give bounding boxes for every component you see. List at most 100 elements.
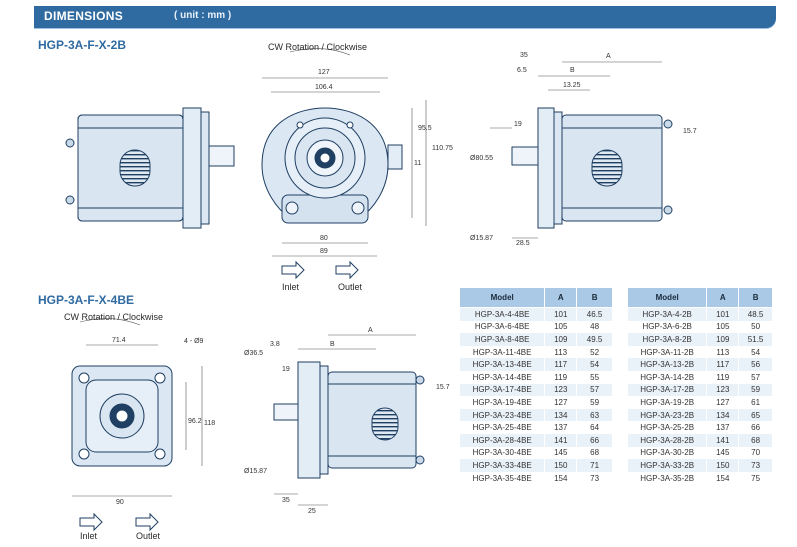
table-cell: 123 <box>544 383 578 397</box>
table-cell: 113 <box>544 345 578 359</box>
table-cell: 73 <box>738 459 773 472</box>
table-cell: 101 <box>706 307 740 321</box>
table-cell: 59 <box>576 396 613 409</box>
bottom-front-view <box>71 365 173 467</box>
table-cell: 141 <box>706 433 740 447</box>
table-cell: HGP-3A-11-2B <box>626 345 708 359</box>
table-cell: 52 <box>576 345 613 359</box>
table-cell: 65 <box>738 408 773 422</box>
table-cell: HGP-3A-14-4BE <box>458 370 546 384</box>
outlet-label-bottom: Outlet <box>136 531 161 541</box>
table-cell: HGP-3A-8-2B <box>626 333 708 346</box>
table-cell: 59 <box>738 383 773 397</box>
table-cell: HGP-3A-6-2B <box>626 320 708 334</box>
dim-A-top: A <box>606 53 611 60</box>
dim-3-8: 3.8 <box>270 341 280 348</box>
dim-25: 25 <box>308 508 316 515</box>
table-cell: 137 <box>544 421 578 434</box>
table-cell: HGP-3A-23-4BE <box>458 408 546 422</box>
table-cell: 48.5 <box>738 307 773 321</box>
dim-90: 90 <box>116 499 124 506</box>
inlet-label-bottom: Inlet <box>80 531 98 541</box>
table-cell: 54 <box>576 358 613 371</box>
table-cell: 145 <box>706 446 740 460</box>
column-header: B <box>576 287 613 308</box>
table-cell: 117 <box>706 358 740 371</box>
header-unit: ( unit : mm ) <box>174 10 232 21</box>
table-cell: HGP-3A-25-2B <box>626 421 708 434</box>
table-cell: 127 <box>544 396 578 409</box>
table-cell: 68 <box>738 433 773 447</box>
table-cell: HGP-3A-6-4BE <box>458 320 546 334</box>
column-header: A <box>706 287 740 308</box>
dim-19-top: 19 <box>514 121 522 128</box>
table-cell: HGP-3A-13-2B <box>626 358 708 371</box>
header-title: DIMENSIONS <box>44 9 124 23</box>
dim-96-2: 96.2 <box>188 418 202 425</box>
flow-arrows-top <box>281 260 359 280</box>
dim-19-bottom: 19 <box>282 366 290 373</box>
top-front-view <box>261 107 403 224</box>
bottom-side-view <box>273 361 425 479</box>
dim-A-bottom: A <box>368 327 373 334</box>
table-cell: HGP-3A-35-4BE <box>458 471 546 485</box>
table-cell: HGP-3A-17-4BE <box>458 383 546 397</box>
table-cell: 109 <box>544 333 578 346</box>
table-cell: HGP-3A-11-4BE <box>458 345 546 359</box>
table-cell: 70 <box>738 446 773 460</box>
table-cell: 55 <box>576 370 613 384</box>
table-cell: HGP-3A-14-2B <box>626 370 708 384</box>
table-cell: 127 <box>706 396 740 409</box>
inlet-label-top: Inlet <box>282 282 300 292</box>
table-cell: HGP-3A-33-4BE <box>458 459 546 472</box>
table-cell: 49.5 <box>576 333 613 346</box>
table-cell: 145 <box>544 446 578 460</box>
column-header: A <box>544 287 578 308</box>
table-cell: 113 <box>706 345 740 359</box>
dim-13-25: 13.25 <box>563 82 581 89</box>
table-cell: 141 <box>544 433 578 447</box>
dim-28-5: 28.5 <box>516 240 530 247</box>
dim-110-75: 110.75 <box>432 145 453 152</box>
dim-15-7-top: 15.7 <box>683 128 697 135</box>
dim-71-4: 71.4 <box>112 337 126 344</box>
dim-89: 89 <box>320 248 328 255</box>
table-cell: 75 <box>738 471 773 485</box>
table-cell: 109 <box>706 333 740 346</box>
table-cell: HGP-3A-30-4BE <box>458 446 546 460</box>
table-cell: HGP-3A-25-4BE <box>458 421 546 434</box>
table-cell: 117 <box>544 358 578 371</box>
table-cell: HGP-3A-30-2B <box>626 446 708 460</box>
table-cell: HGP-3A-8-4BE <box>458 333 546 346</box>
table-cell: 154 <box>706 471 740 485</box>
table-cell: 101 <box>544 307 578 321</box>
table-cell: 54 <box>738 345 773 359</box>
table-cell: HGP-3A-28-2B <box>626 433 708 447</box>
table-cell: 57 <box>738 370 773 384</box>
dim-118: 118 <box>204 420 216 427</box>
table-cell: HGP-3A-4-2B <box>626 307 708 321</box>
table-cell: 61 <box>738 396 773 409</box>
dim-phi15-87-bottom: Ø15.87 <box>244 468 267 475</box>
dim-11: 11 <box>414 160 422 167</box>
table-cell: HGP-3A-35-2B <box>626 471 708 485</box>
table-cell: 46.5 <box>576 307 613 321</box>
table-cell: 73 <box>576 471 613 485</box>
table-cell: 63 <box>576 408 613 422</box>
